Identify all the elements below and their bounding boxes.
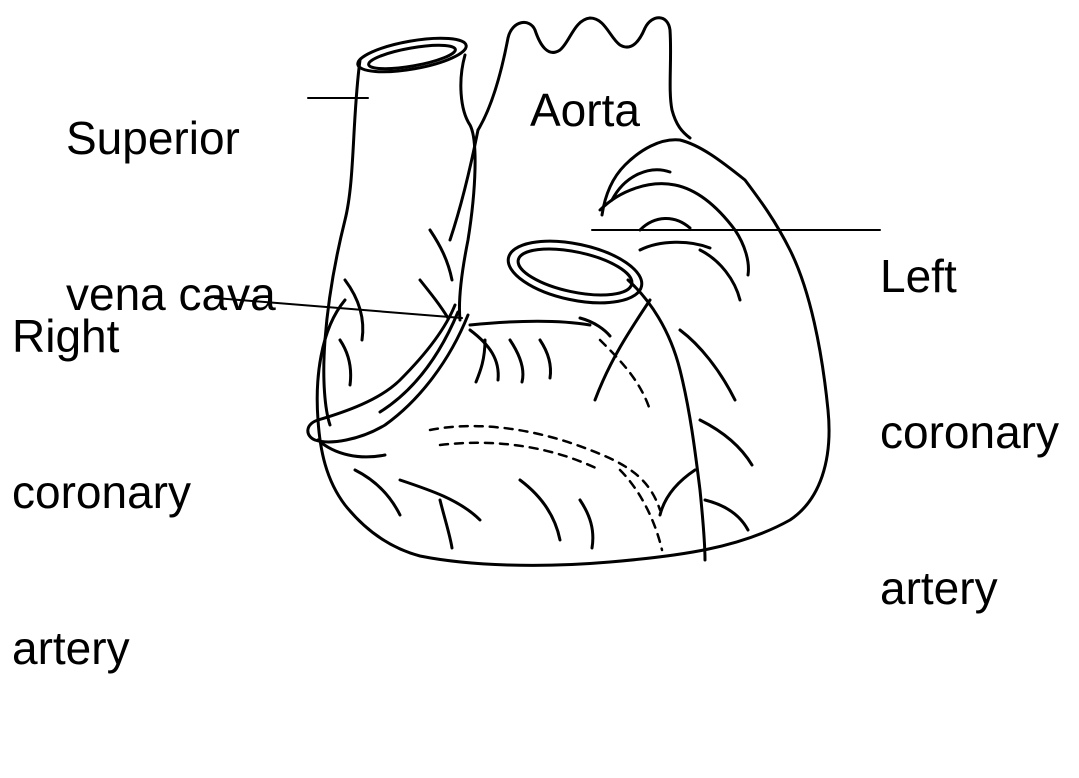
svc-right-wall [459,55,475,320]
label-rca-line-2: coronary [12,466,191,518]
label-lca-line-1: Left [880,250,1059,302]
heart-outline [317,140,829,566]
label-svc-line-1: Superior [66,112,276,164]
label-rca-line-3: artery [12,622,191,674]
label-left-coronary-artery: Left coronary artery [880,146,1059,718]
label-aorta: Aorta [530,84,640,136]
heart-diagram: Superior vena cava Aorta Left coronary a… [0,0,1079,574]
lca-branch [628,280,705,560]
rca-band-outer [308,305,468,442]
branch-2 [510,340,523,382]
label-lca-line-3: artery [880,562,1059,614]
label-lca-line-2: coronary [880,406,1059,458]
aortic-root-inner [514,240,636,303]
label-rca-line-1: Right [12,310,191,362]
label-right-coronary-artery: Right coronary artery [12,206,191,778]
branch-3 [540,340,551,378]
posterior-vessels [430,340,662,550]
svc-left-wall [324,60,360,425]
